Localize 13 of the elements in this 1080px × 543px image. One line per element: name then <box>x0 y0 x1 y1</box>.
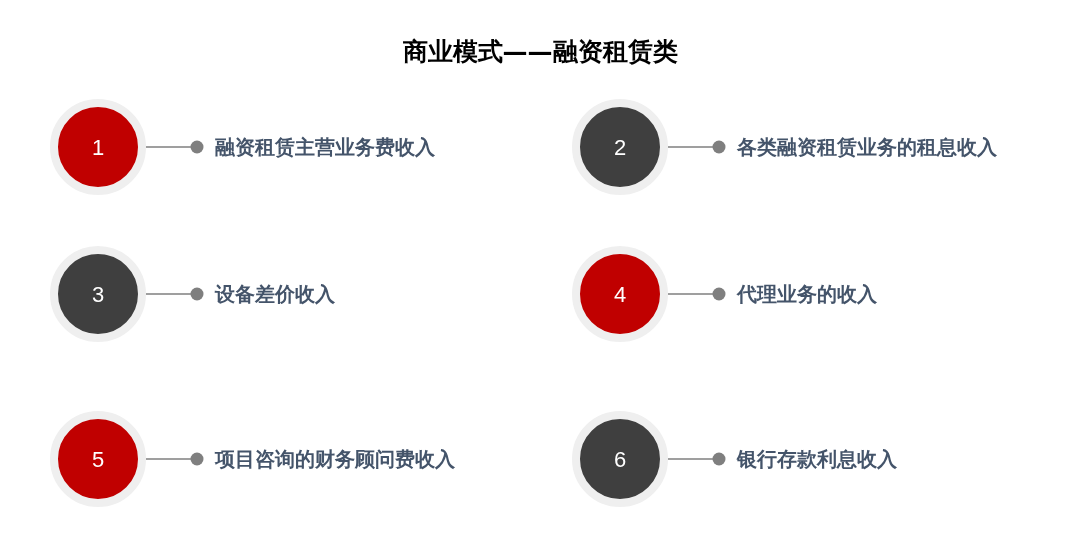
leader-line <box>667 452 726 466</box>
leader-line <box>145 452 204 466</box>
leader-line <box>667 140 726 154</box>
revenue-label: 银行存款利息收入 <box>725 444 1055 474</box>
revenue-label: 代理业务的收入 <box>725 279 1055 309</box>
revenue-label: 各类融资租赁业务的租息收入 <box>725 132 1055 162</box>
revenue-label: 融资租赁主营业务费收入 <box>203 132 533 162</box>
leader-line <box>667 287 726 301</box>
leader-line <box>145 287 204 301</box>
revenue-label: 设备差价收入 <box>203 279 533 309</box>
title: 商业模式——融资租赁类 <box>401 36 679 68</box>
revenue-label: 项目咨询的财务顾问费收入 <box>203 444 533 474</box>
leader-line <box>145 140 204 154</box>
